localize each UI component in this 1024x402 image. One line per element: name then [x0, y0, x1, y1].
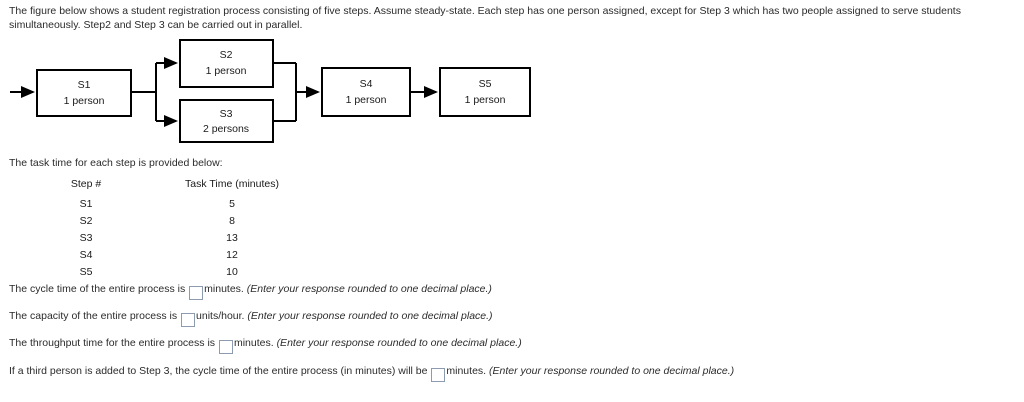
process-flow-diagram: S1 1 person S2 1 person S3 2 persons S4: [0, 30, 600, 155]
task-table-intro-text: The task time for each step is provided …: [9, 157, 223, 169]
process-node-s2-subtitle: 1 person: [206, 65, 247, 77]
table-row: S4 12: [40, 247, 332, 264]
table-row: S1 5: [40, 196, 332, 213]
question-cycle-time: The cycle time of the entire process is …: [9, 282, 492, 300]
question-third-person-cycle-time-prefix: If a third person is added to Step 3, th…: [9, 365, 428, 377]
question-capacity-prefix: The capacity of the entire process is: [9, 310, 178, 322]
question-throughput-time-prefix: The throughput time for the entire proce…: [9, 337, 216, 349]
process-node-s3-subtitle: 2 persons: [203, 123, 249, 135]
cell-step: S1: [79, 198, 93, 210]
process-node-s3-title: S3: [220, 108, 233, 120]
process-node-s5: S5 1 person: [439, 67, 531, 117]
cell-step: S4: [79, 249, 93, 261]
cell-step: S5: [79, 266, 93, 278]
question-capacity-unit: units/hour.: [196, 310, 245, 322]
question-cycle-time-prefix: The cycle time of the entire process is: [9, 283, 186, 295]
question-throughput-time-hint: (Enter your response rounded to one deci…: [276, 337, 522, 349]
question-third-person-cycle-time-unit: minutes.: [446, 365, 487, 377]
cell-task-time: 8: [229, 215, 235, 227]
cell-step: S2: [79, 215, 93, 227]
question-capacity: The capacity of the entire process is un…: [9, 309, 493, 327]
process-node-s3: S3 2 persons: [179, 99, 274, 143]
answer-input-third-person-cycle-time[interactable]: [431, 367, 446, 382]
process-node-s5-title: S5: [479, 78, 492, 90]
question-throughput-time-unit: minutes.: [233, 337, 274, 349]
problem-intro-text: The figure below shows a student registr…: [9, 5, 961, 31]
column-header-step: Step #: [70, 178, 102, 190]
cell-task-time: 10: [226, 266, 238, 278]
process-node-s2: S2 1 person: [179, 39, 274, 88]
answer-input-cycle-time[interactable]: [189, 285, 204, 300]
answer-input-capacity[interactable]: [181, 312, 196, 327]
process-node-s4-subtitle: 1 person: [346, 94, 387, 106]
cell-step: S3: [79, 232, 93, 244]
question-throughput-time: The throughput time for the entire proce…: [9, 336, 522, 354]
process-node-s1-subtitle: 1 person: [64, 95, 105, 107]
table-header-row: Step # Task Time (minutes): [40, 178, 332, 196]
process-node-s1: S1 1 person: [36, 69, 132, 117]
answer-input-throughput-time[interactable]: [218, 339, 233, 354]
process-node-s5-subtitle: 1 person: [465, 94, 506, 106]
process-node-s2-title: S2: [220, 49, 233, 61]
question-capacity-hint: (Enter your response rounded to one deci…: [247, 310, 493, 322]
cell-task-time: 12: [226, 249, 238, 261]
table-row: S2 8: [40, 213, 332, 230]
question-third-person-cycle-time-hint: (Enter your response rounded to one deci…: [489, 365, 735, 377]
question-cycle-time-unit: minutes.: [204, 283, 244, 295]
process-node-s1-title: S1: [78, 79, 91, 91]
process-node-s4: S4 1 person: [321, 67, 411, 117]
process-node-s4-title: S4: [360, 78, 373, 90]
table-row: S5 10: [40, 264, 332, 281]
question-cycle-time-hint: (Enter your response rounded to one deci…: [246, 283, 492, 295]
column-header-task-time: Task Time (minutes): [185, 178, 279, 190]
question-third-person-cycle-time: If a third person is added to Step 3, th…: [9, 364, 734, 382]
cell-task-time: 13: [226, 232, 238, 244]
table-row: S3 13: [40, 230, 332, 247]
cell-task-time: 5: [229, 198, 235, 210]
task-time-table: Step # Task Time (minutes) S1 5 S2 8 S3 …: [40, 178, 332, 281]
